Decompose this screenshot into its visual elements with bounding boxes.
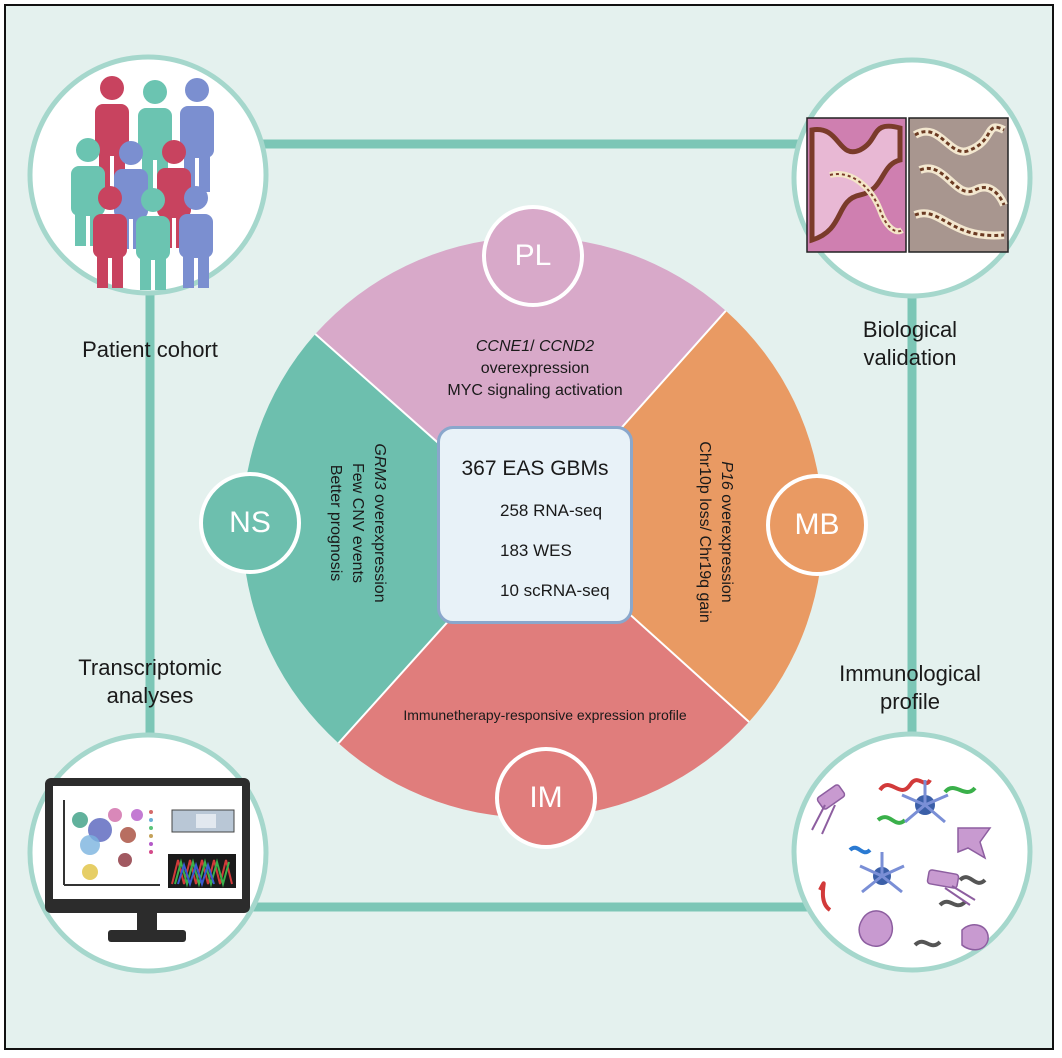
cohort-title: 367 EAS GBMs xyxy=(461,457,609,480)
people-cohort-icon xyxy=(71,76,214,290)
segment-pl-text: CCNE1/ CCND2 overexpression MYC signalin… xyxy=(365,336,705,402)
computer-monitor-icon xyxy=(45,778,250,942)
immune-cells-icon xyxy=(811,778,992,951)
segment-pl-line1: CCNE1/ CCND2 xyxy=(475,338,595,355)
segment-ns-line2: Few CNV events xyxy=(349,462,366,584)
cohort-summary-box: 367 EAS GBMs 258 RNA-seq 183 WES 10 scRN… xyxy=(437,426,633,624)
badge-pl xyxy=(482,205,584,307)
segment-mb-line1: P16 overexpression xyxy=(718,461,735,603)
label-patient-cohort: Patient cohort xyxy=(82,337,218,362)
segment-mb-line2: Chr10p loss/ Chr19q gain xyxy=(696,441,713,623)
segment-pl-line3: MYC signaling activation xyxy=(447,382,623,399)
segment-pl xyxy=(315,237,726,527)
cohort-item-rna-seq: 258 RNA-seq xyxy=(500,501,603,520)
badge-pl-label: PL xyxy=(514,239,552,272)
segment-im xyxy=(338,527,749,818)
badge-im-label: IM xyxy=(529,781,563,814)
label-biological-validation: Biological validation xyxy=(862,317,958,370)
badge-ns-label: NS xyxy=(229,506,271,539)
badge-ns xyxy=(199,472,301,574)
label-transcriptomic-analyses: Transcriptomic analyses xyxy=(78,655,222,708)
badge-im xyxy=(495,747,597,849)
segment-im-text: Immunetherapy-responsive expression prof… xyxy=(403,707,687,723)
tissue-slide-icon xyxy=(806,117,1009,253)
badge-mb-label: MB xyxy=(794,508,840,541)
corner-circle-bottom-right xyxy=(791,731,1033,973)
segment-mb xyxy=(533,310,824,722)
segment-pl-line2: overexpression xyxy=(480,360,590,377)
segment-ns xyxy=(242,334,533,744)
badge-mb xyxy=(766,474,868,576)
segment-ns-line1: GRM3 overexpression xyxy=(371,443,388,603)
segment-ns-text: GRM3 overexpression Few CNV events Bette… xyxy=(324,373,390,673)
segment-mb-text: P16 overexpression Chr10p loss/ Chr19q g… xyxy=(693,382,737,682)
cohort-item-wes: 183 WES xyxy=(500,541,572,560)
label-immunological-profile: Immunological profile xyxy=(839,661,981,714)
cohort-item-scrna-seq: 10 scRNA-seq xyxy=(500,581,610,600)
segment-ns-line3: Better prognosis xyxy=(327,464,344,582)
